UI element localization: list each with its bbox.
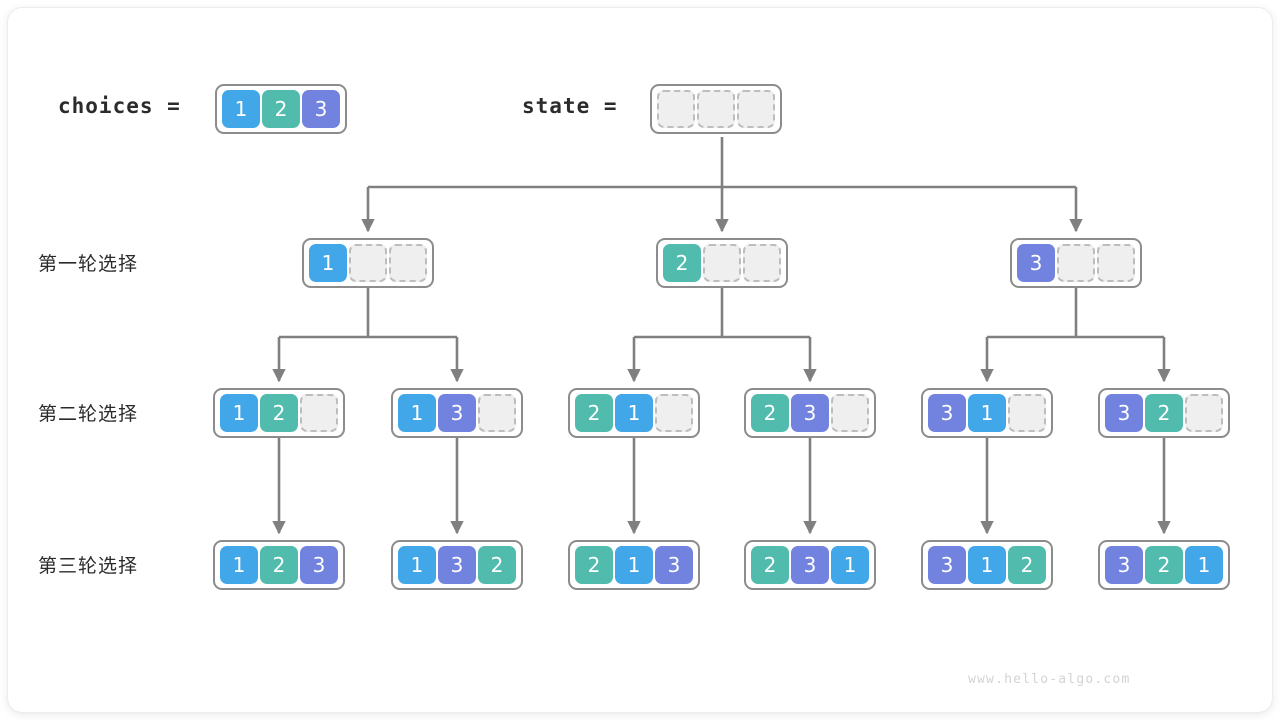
- r2n6-cell-1: 2: [1145, 394, 1183, 432]
- r3n6-cell-1: 2: [1145, 546, 1183, 584]
- r2n2-cell-2: [478, 394, 516, 432]
- r1n1-cell-2: [389, 244, 427, 282]
- row-label-round-3: 第三轮选择: [38, 555, 139, 577]
- choices-cell-0: 1: [222, 90, 260, 128]
- r2n2-cell-1: 3: [438, 394, 476, 432]
- r3n2-cell-1: 3: [438, 546, 476, 584]
- r2n5-cell-0: 3: [928, 394, 966, 432]
- r2n6-cell-0: 3: [1105, 394, 1143, 432]
- r3n4-cell-0: 2: [751, 546, 789, 584]
- r1n1-cell-1: [349, 244, 387, 282]
- r3n2-cell-0: 1: [398, 546, 436, 584]
- r3n1-cell-1: 2: [260, 546, 298, 584]
- r1n2-cell-2: [743, 244, 781, 282]
- state-array-round-1-node-3: 3: [1010, 238, 1142, 288]
- r2n3-cell-0: 2: [575, 394, 613, 432]
- choices-label: choices =: [58, 94, 181, 118]
- state-label: state =: [522, 94, 618, 118]
- r1n3-cell-0: 3: [1017, 244, 1055, 282]
- figure-card: [8, 8, 1272, 712]
- r2n6-cell-2: [1185, 394, 1223, 432]
- r2n5-cell-1: 1: [968, 394, 1006, 432]
- r2n4-cell-1: 3: [791, 394, 829, 432]
- row-label-round-2: 第二轮选择: [38, 403, 139, 425]
- state-cell-1: [697, 90, 735, 128]
- r2n5-cell-2: [1008, 394, 1046, 432]
- r2n2-cell-0: 1: [398, 394, 436, 432]
- state-array: [650, 84, 782, 134]
- r1n2-cell-0: 2: [663, 244, 701, 282]
- r3n1-cell-2: 3: [300, 546, 338, 584]
- r3n5-cell-0: 3: [928, 546, 966, 584]
- watermark: www.hello-algo.com: [968, 672, 1131, 687]
- r3n2-cell-2: 2: [478, 546, 516, 584]
- state-cell-2: [737, 90, 775, 128]
- r2n1-cell-2: [300, 394, 338, 432]
- r3n1-cell-0: 1: [220, 546, 258, 584]
- r2n1-cell-0: 1: [220, 394, 258, 432]
- r1n2-cell-1: [703, 244, 741, 282]
- r3n4-cell-2: 1: [831, 546, 869, 584]
- r1n1-cell-0: 1: [309, 244, 347, 282]
- state-array-round-1-node-2: 2: [656, 238, 788, 288]
- r2n4-cell-0: 2: [751, 394, 789, 432]
- r1n3-cell-2: [1097, 244, 1135, 282]
- r2n1-cell-1: 2: [260, 394, 298, 432]
- row-label-round-1: 第一轮选择: [38, 253, 139, 275]
- state-array-round-1-node-1: 1: [302, 238, 434, 288]
- r3n5-cell-2: 2: [1008, 546, 1046, 584]
- r2n3-cell-1: 1: [615, 394, 653, 432]
- r2n4-cell-2: [831, 394, 869, 432]
- choices-cell-2: 3: [302, 90, 340, 128]
- r3n3-cell-0: 2: [575, 546, 613, 584]
- r3n4-cell-1: 3: [791, 546, 829, 584]
- r3n3-cell-2: 3: [655, 546, 693, 584]
- state-cell-0: [657, 90, 695, 128]
- r2n3-cell-2: [655, 394, 693, 432]
- r3n6-cell-2: 1: [1185, 546, 1223, 584]
- r3n3-cell-1: 1: [615, 546, 653, 584]
- r3n5-cell-1: 1: [968, 546, 1006, 584]
- choices-cell-1: 2: [262, 90, 300, 128]
- r3n6-cell-0: 3: [1105, 546, 1143, 584]
- r1n3-cell-1: [1057, 244, 1095, 282]
